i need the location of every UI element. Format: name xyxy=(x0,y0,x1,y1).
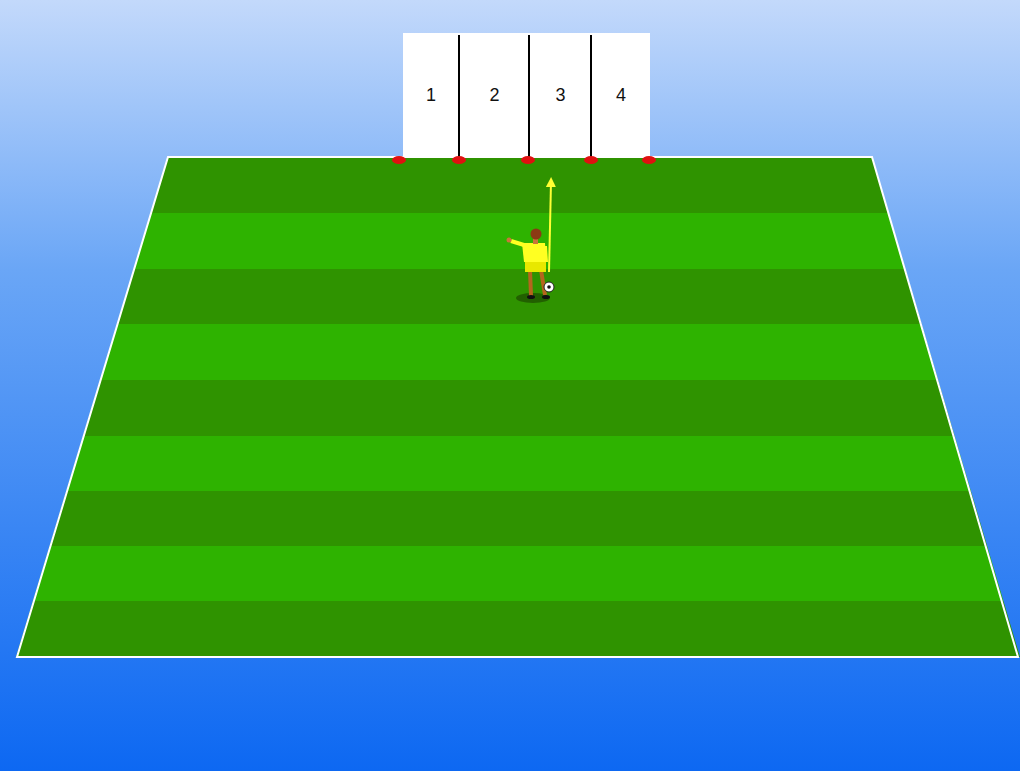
pitch-line xyxy=(17,157,1018,657)
panel-number: 4 xyxy=(616,85,626,106)
target-panel: 4 xyxy=(592,33,650,158)
panel-number: 1 xyxy=(426,85,436,106)
target-panel: 1 xyxy=(403,33,459,158)
player-figure xyxy=(507,229,555,304)
panel-number: 3 xyxy=(555,85,565,106)
pass-arrow xyxy=(549,182,551,272)
target-board xyxy=(403,33,650,158)
target-panel: 2 xyxy=(460,33,529,158)
board-poles xyxy=(459,35,591,158)
target-panel: 3 xyxy=(530,33,591,158)
panel-number: 2 xyxy=(489,85,499,106)
cones xyxy=(392,156,656,164)
pitch-stripes xyxy=(0,157,1020,657)
